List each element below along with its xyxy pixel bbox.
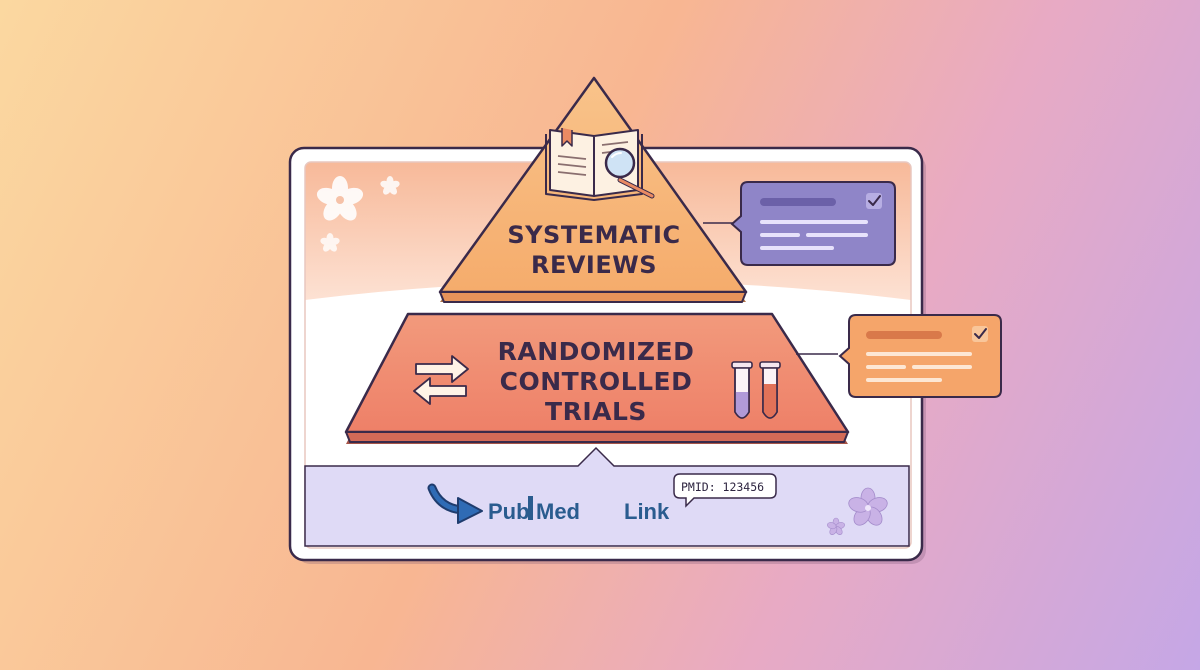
swap-arrows-icon: [413, 355, 469, 405]
flower-icon: [380, 176, 400, 195]
flower-icon: [827, 517, 845, 535]
pubmed-link-text: Link: [624, 499, 670, 524]
curved-arrow-icon: [427, 483, 483, 524]
pubmed-pub-text: Pub: [488, 499, 530, 524]
pubmed-med-text: Med: [536, 499, 580, 524]
tier-middle-label-line3: TRIALS: [545, 397, 647, 426]
tier-top-label-line1: SYSTEMATIC: [507, 221, 680, 249]
pubmed-book-mark: [528, 496, 533, 520]
callout-middle[interactable]: [838, 314, 1002, 398]
flower-icon: [316, 176, 364, 221]
check-icon: [866, 193, 882, 209]
footer-band: [304, 446, 910, 547]
pmid-tag: PMID: 123456: [673, 473, 777, 508]
tier-middle-label-line2: CONTROLLED: [500, 367, 693, 396]
book-magnifier-icon: [545, 128, 655, 201]
tier-middle-label-line1: RANDOMIZED: [498, 337, 695, 366]
test-tubes-icon: [731, 361, 781, 419]
tier-top-label-line2: REVIEWS: [531, 251, 657, 279]
pyramid-tier-middle[interactable]: RANDOMIZED CONTROLLED TRIALS: [344, 312, 850, 444]
flower-icon: [848, 487, 888, 526]
pubmed-logo[interactable]: Pub Med Link: [488, 496, 670, 524]
check-icon: [972, 326, 988, 342]
flower-icon: [320, 233, 340, 252]
pmid-text: PMID: 123456: [681, 480, 764, 494]
callout-top[interactable]: [730, 181, 896, 266]
